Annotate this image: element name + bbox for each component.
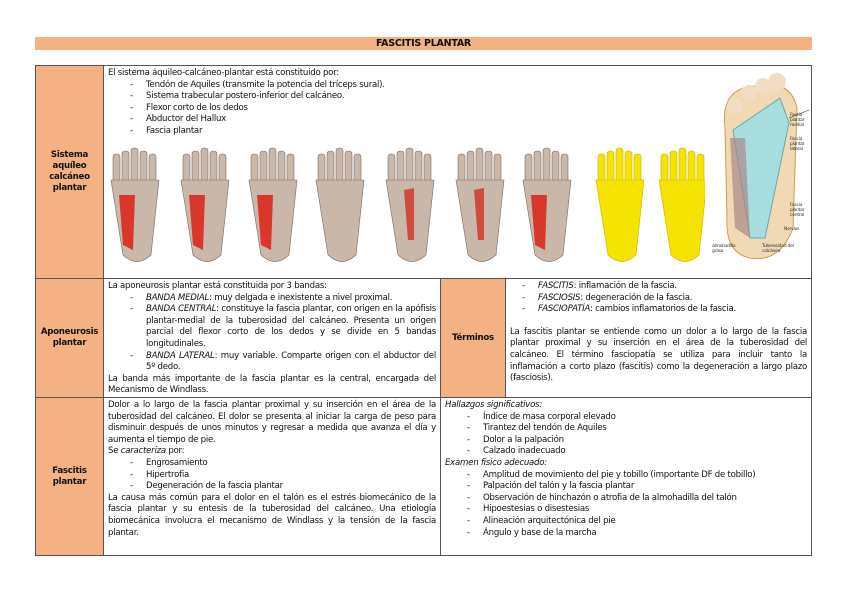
- list-item: Engrosamiento: [108, 458, 436, 470]
- list-item: Alineación arquitectónica del pie: [445, 516, 807, 528]
- list-item: Ángulo y base de la marcha: [445, 528, 807, 540]
- list-item: Índice de masa corporal elevado: [445, 412, 807, 424]
- list-item: Calzado inadecuado: [445, 446, 807, 458]
- diagram-label: Fascia plantar central: [790, 203, 805, 218]
- list-item: BANDA MEDIAL: muy delgada e inexistente …: [108, 293, 436, 305]
- row3-paragraph-1: Dolor a lo largo de la fascia plantar pr…: [108, 400, 436, 445]
- row-label-fascitis: Fascitis plantar: [35, 397, 104, 556]
- list-item: Tirantez del tendón de Aquiles: [445, 423, 807, 435]
- findings-title: Hallazgos significativos:: [445, 400, 542, 410]
- row-label-aponeurosis: Aponeurosis plantar: [35, 278, 104, 398]
- list-item: Abductor del Hallux: [108, 114, 807, 126]
- list-item: FASCITIS: inflamación de la fascia.: [500, 281, 807, 293]
- row2-content: La aponeurosis plantar está constituida …: [103, 278, 441, 398]
- list-item: Amplitud de movimiento del pie y tobillo…: [445, 470, 807, 482]
- foot-illustration: [180, 147, 230, 262]
- row-label-sistema: Sistema aquíleo calcáneo plantar: [35, 65, 104, 279]
- diagram-label: almohadilla grasa: [712, 244, 736, 254]
- foot-anatomy-illustrations: [110, 147, 705, 262]
- foot-illustration: [595, 147, 645, 262]
- foot-illustration: [110, 147, 160, 262]
- row1-intro: El sistema áquileo-calcáneo-plantar está…: [108, 68, 339, 78]
- foot-illustration: [455, 147, 505, 262]
- list-item: Sistema trabecular postero-inferior del …: [108, 91, 807, 103]
- row-label-terminos: Términos: [440, 278, 506, 398]
- foot-illustration: [315, 147, 365, 262]
- list-item: FASCIOSIS: degeneración de la fascia.: [500, 293, 807, 305]
- list-item: Degeneración de la fascia plantar: [108, 481, 436, 493]
- exam-title: Examen físico adecuado:: [445, 457, 547, 468]
- list-item: BANDA CENTRAL: constituye la fascia plan…: [108, 304, 436, 350]
- plantar-fascia-diagram: [723, 73, 810, 260]
- foot-illustration: [522, 147, 572, 262]
- foot-illustration: [248, 147, 298, 262]
- foot-illustration: [658, 147, 705, 262]
- list-item: Fascia plantar: [108, 126, 807, 138]
- diagram-label: Nervios: [784, 227, 800, 232]
- list-item: Observación de hinchazón o atrofia de la…: [445, 493, 807, 505]
- row2-outro: La banda más importante de la fascia pla…: [108, 373, 436, 396]
- terms-paragraph: La fascitis plantar se entiende como un …: [510, 326, 807, 384]
- terms-content: FASCITIS: inflamación de la fascia. FASC…: [505, 278, 812, 398]
- diagram-label: Fascia plantar medial: [790, 113, 805, 128]
- row2-intro: La aponeurosis plantar está constituida …: [108, 281, 327, 291]
- row1-list: Tendón de Aquiles (transmite la potencia…: [108, 80, 807, 138]
- list-item: Palpación del talón y la fascia plantar: [445, 481, 807, 493]
- characterized-by: Se caracteriza por:: [108, 446, 185, 457]
- list-item: Hipoestesias o disestesias: [445, 504, 807, 516]
- diagram-label: Tuberosidad del calcáneo: [762, 244, 794, 254]
- row3-paragraph-2: La causa más común para el dolor en el t…: [108, 492, 436, 538]
- list-item: Flexor corto de los dedos: [108, 103, 807, 115]
- list-item: BANDA LATERAL: muy variable. Comparte or…: [108, 351, 436, 374]
- foot-illustration: [385, 147, 435, 262]
- diagram-label: Fascia plantar lateral: [790, 137, 805, 152]
- findings-content: Hallazgos significativos: Índice de masa…: [440, 397, 812, 556]
- list-item: FASCIOPATÍA: cambios inflamatorios de la…: [500, 304, 807, 316]
- page-title: FASCITIS PLANTAR: [35, 37, 812, 50]
- list-item: Hipertrofia: [108, 470, 436, 482]
- list-item: Dolor a la palpación: [445, 435, 807, 447]
- list-item: Tendón de Aquiles (transmite la potencia…: [108, 80, 807, 92]
- row3-content: Dolor a lo largo de la fascia plantar pr…: [103, 397, 441, 556]
